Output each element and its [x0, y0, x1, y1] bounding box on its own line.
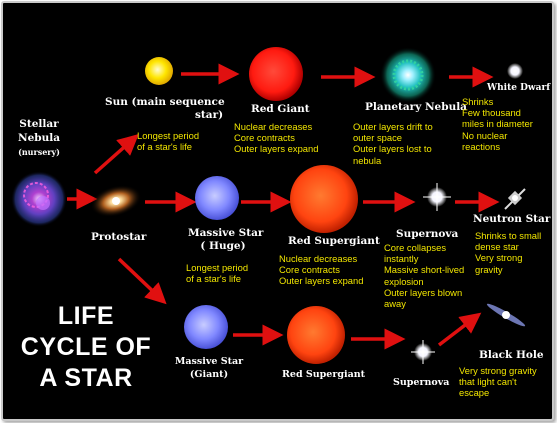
sun-image	[145, 57, 173, 85]
protostar-label: Protostar	[91, 231, 147, 243]
neutron-star-image	[504, 188, 526, 210]
massive-star-giant-label: Massive Star (Giant)	[174, 355, 244, 381]
massive-star-giant-name-line2: (Giant)	[189, 369, 229, 380]
massive-star-huge-notes: Longest period of a star's life	[186, 262, 248, 284]
note-line: Longest period	[186, 262, 249, 273]
note-line: Outer layers expand	[279, 275, 364, 287]
note-line: away	[384, 298, 406, 310]
red-supergiant-image	[290, 165, 358, 233]
note-line: Shrinks	[462, 96, 494, 107]
sun-name-line1: Sun (main sequence	[105, 96, 225, 108]
red-giant-notes: Nuclear decreases Core contracts Outer l…	[234, 121, 318, 155]
note-line: Very strong	[475, 252, 523, 264]
supernova-2-image	[411, 340, 435, 364]
sun-notes: Longest period of a star's life	[137, 130, 199, 152]
black-hole-notes: Very strong gravity that light can't esc…	[459, 365, 537, 399]
planetary-nebula-label: Planetary Nebula	[365, 101, 467, 113]
supernova-2-label: Supernova	[393, 377, 450, 388]
supernova-label: Supernova	[396, 228, 459, 240]
neutron-star-notes: Shrinks to small dense star Very strong …	[475, 230, 541, 275]
note-line: instantly	[384, 253, 419, 265]
note-line: Shrinks to small	[475, 230, 542, 241]
note-line: Few thousand	[462, 107, 521, 119]
arrow-protostar-to-sun	[93, 134, 139, 175]
note-line: Outer layers expand	[234, 143, 319, 155]
title-line-3: A STAR	[39, 364, 133, 392]
title-line-1: LIFE	[57, 302, 115, 330]
diagram-title: LIFE CYCLE OF A STAR	[11, 301, 161, 394]
note-line: outer space	[353, 132, 402, 144]
massive-star-huge-name-line1: Massive Star	[188, 227, 264, 239]
stellar-nebula-image	[11, 171, 67, 227]
massive-star-huge-image	[195, 176, 239, 220]
note-line: reactions	[462, 140, 501, 152]
sun-name-line2: star)	[195, 109, 224, 121]
black-hole-label: Black Hole	[479, 349, 544, 361]
red-supergiant-2-image	[287, 306, 345, 364]
note-line: escape	[459, 387, 490, 399]
note-line: Nuclear decreases	[234, 121, 313, 132]
red-giant-image	[249, 47, 303, 101]
stellar-nebula-label: Stellar Nebula (nursery)	[9, 117, 69, 159]
red-giant-label: Red Giant	[251, 103, 310, 115]
note-line: Outer layers drift to	[353, 121, 433, 132]
red-supergiant-2-label: Red Supergiant	[282, 369, 366, 380]
note-line: that light can't	[459, 376, 517, 388]
note-line: No nuclear	[462, 129, 508, 141]
neutron-star-label: Neutron Star	[473, 213, 551, 225]
supernova-notes: Core collapses instantly Massive short-l…	[384, 242, 464, 309]
note-line: nebula	[353, 154, 382, 166]
note-line: gravity	[475, 263, 503, 275]
stellar-nebula-sub: (nursery)	[18, 147, 60, 157]
note-line: Core contracts	[279, 264, 340, 276]
black-hole-image	[486, 303, 526, 327]
note-line: Outer layers blown	[384, 286, 463, 298]
note-line: dense star	[475, 241, 519, 253]
sun-label: Sun (main sequence star)	[105, 96, 225, 122]
white-dwarf-label: White Dwarf	[487, 83, 551, 93]
planetary-nebula-notes: Outer layers drift to outer space Outer …	[353, 121, 433, 166]
white-dwarf-notes: Shrinks Few thousand miles in diameter N…	[462, 96, 533, 152]
stellar-nebula-name: Stellar Nebula	[17, 118, 61, 144]
white-dwarf-image	[507, 63, 523, 79]
note-line: of a star's life	[137, 141, 192, 153]
diagram-art	[11, 47, 526, 364]
note-line: Massive short-lived	[384, 264, 465, 276]
title-line-2: CYCLE OF	[20, 333, 152, 361]
note-line: Core collapses	[384, 242, 447, 253]
note-line: of a star's life	[186, 273, 241, 285]
note-line: miles in diameter	[462, 118, 533, 130]
note-line: Core contracts	[234, 132, 295, 144]
planetary-nebula-image	[380, 47, 436, 103]
note-line: Very strong gravity	[459, 365, 537, 376]
note-line: Nuclear decreases	[279, 253, 358, 264]
massive-star-huge-label: Massive Star ( Huge)	[188, 227, 264, 253]
red-supergiant-label: Red Supergiant	[288, 235, 380, 247]
protostar-image	[90, 185, 142, 217]
note-line: explosion	[384, 275, 424, 287]
note-line: Outer layers lost to	[353, 143, 432, 155]
arrow-supernova-to-black-hole	[437, 312, 482, 347]
massive-star-giant-image	[184, 305, 228, 349]
note-line: Longest period	[137, 130, 200, 141]
arrow-protostar-to-massive-giant	[117, 257, 167, 305]
red-supergiant-notes: Nuclear decreases Core contracts Outer l…	[279, 253, 363, 287]
massive-star-giant-name-line1: Massive Star	[174, 356, 244, 367]
supernova-image	[423, 183, 451, 211]
massive-star-huge-name-line2: ( Huge)	[200, 240, 246, 252]
